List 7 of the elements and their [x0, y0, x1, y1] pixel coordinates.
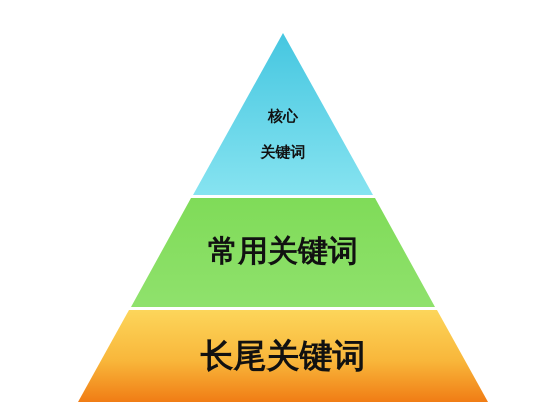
tier-label: 长尾关键词 [200, 337, 366, 375]
tier-label: 核心 [268, 108, 298, 126]
pyramid-tier [78, 310, 488, 402]
tier-label: 关键词 [260, 144, 306, 162]
pyramid-tier [131, 198, 435, 307]
tier-label: 常用关键词 [208, 235, 358, 270]
pyramid-apex [193, 33, 373, 195]
